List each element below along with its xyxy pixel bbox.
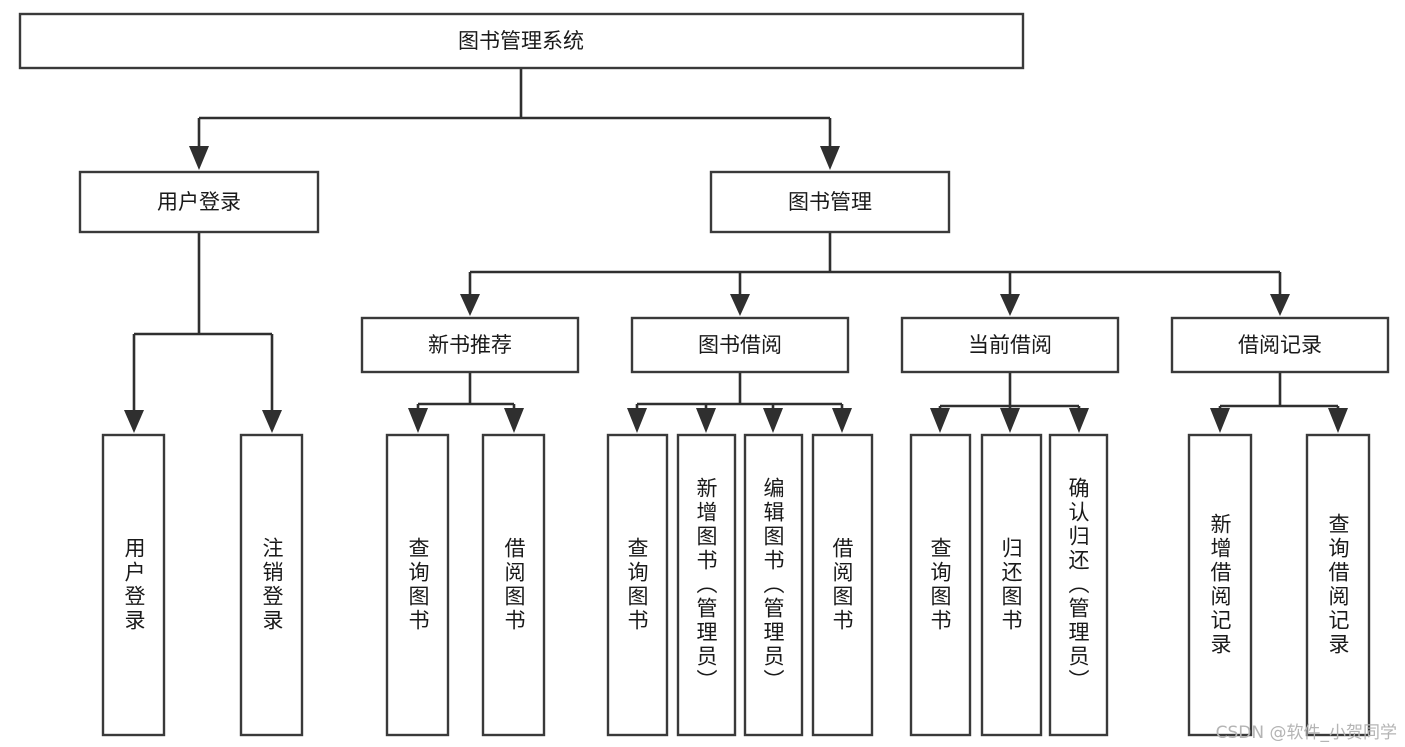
leaf-nbr-query-book[interactable]: 查询图书	[385, 433, 450, 737]
node-book-management-label: 图书管理	[788, 190, 872, 214]
node-root-label: 图书管理系统	[458, 29, 584, 53]
node-current-borrow-box[interactable]	[900, 316, 1120, 374]
connectors-book-borrow-to-leaves	[627, 372, 852, 433]
arrow-head-leaf-user-login	[124, 410, 144, 433]
arrow-head-br-add-record	[1210, 408, 1230, 433]
leaf-bb-edit-book-admin-label: 编辑图书（管理员）	[761, 477, 785, 693]
arrow-head-bb-query-book	[627, 408, 647, 433]
node-user-login[interactable]: 用户登录	[78, 170, 320, 234]
arrow-head-borrow-record	[1270, 294, 1290, 316]
node-book-management[interactable]: 图书管理	[709, 170, 951, 234]
leaf-bb-query-book-label: 查询图书	[625, 537, 649, 633]
arrow-head-bb-edit-book	[763, 408, 783, 433]
node-book-borrow[interactable]: 图书借阅	[630, 316, 850, 374]
leaf-br-add-record-label: 新增借阅记录	[1208, 513, 1232, 657]
arrow-head-bb-add-book	[696, 408, 716, 433]
leaf-user-login[interactable]: 用户登录	[101, 433, 166, 737]
connectors-new-book-rec-to-leaves	[408, 372, 524, 433]
leaf-cb-query-book-box[interactable]	[909, 433, 972, 737]
connectors-book-mgmt-to-level3	[460, 232, 1290, 316]
node-book-borrow-label: 图书借阅	[698, 333, 782, 357]
arrow-head-user-login	[189, 146, 209, 170]
leaf-bb-edit-book-admin[interactable]: 编辑图书（管理员）	[743, 433, 804, 737]
arrow-head-nbr-borrow-book	[504, 408, 524, 433]
leaf-bb-borrow-book-box[interactable]	[811, 433, 874, 737]
arrow-head-bb-borrow-book	[832, 408, 852, 433]
leaf-logout-box[interactable]	[239, 433, 304, 737]
leaf-user-login-label: 用户登录	[122, 537, 146, 633]
arrow-head-nbr-query-book	[408, 408, 428, 433]
leaf-bb-borrow-book[interactable]: 借阅图书	[811, 433, 874, 737]
arrow-head-cb-return-book	[1000, 408, 1020, 433]
leaf-bb-query-book[interactable]: 查询图书	[606, 433, 669, 737]
connectors-user-login-to-leaves	[124, 232, 282, 433]
arrow-head-leaf-logout	[262, 410, 282, 433]
leaf-nbr-query-book-box[interactable]	[385, 433, 450, 737]
connectors-current-borrow-to-leaves	[930, 372, 1089, 433]
arrow-head-cb-query-book	[930, 408, 950, 433]
leaf-nbr-query-book-label: 查询图书	[406, 537, 430, 633]
node-book-management-box[interactable]	[709, 170, 951, 234]
arrow-head-new-book-rec	[460, 294, 480, 316]
node-new-book-recommend-label: 新书推荐	[428, 333, 512, 357]
leaf-br-query-record-box[interactable]	[1305, 433, 1371, 737]
node-borrow-record[interactable]: 借阅记录	[1170, 316, 1390, 374]
leaf-cb-query-book[interactable]: 查询图书	[909, 433, 972, 737]
leaf-br-add-record[interactable]: 新增借阅记录	[1187, 433, 1253, 737]
leaf-user-login-box[interactable]	[101, 433, 166, 737]
leaf-cb-return-book-box[interactable]	[980, 433, 1043, 737]
leaf-cb-confirm-return-admin-label: 确认归还（管理员）	[1066, 477, 1090, 693]
arrow-head-current-borrow	[1000, 294, 1020, 316]
node-book-borrow-box[interactable]	[630, 316, 850, 374]
leaf-cb-query-book-label: 查询图书	[928, 537, 952, 633]
arrow-head-book-mgmt	[820, 146, 840, 170]
node-root-box[interactable]	[18, 12, 1025, 70]
leaf-logout-label: 注销登录	[260, 537, 284, 633]
connectors-borrow-record-to-leaves	[1210, 372, 1348, 433]
node-borrow-record-label: 借阅记录	[1238, 333, 1322, 357]
leaf-cb-confirm-return-admin[interactable]: 确认归还（管理员）	[1048, 433, 1109, 737]
leaf-bb-add-book-admin[interactable]: 新增图书（管理员）	[676, 433, 737, 737]
leaf-br-add-record-box[interactable]	[1187, 433, 1253, 737]
leaf-bb-add-book-admin-label: 新增图书（管理员）	[694, 477, 718, 693]
node-current-borrow[interactable]: 当前借阅	[900, 316, 1120, 374]
leaf-br-query-record-label: 查询借阅记录	[1326, 513, 1350, 657]
node-user-login-label: 用户登录	[157, 190, 241, 214]
leaf-logout[interactable]: 注销登录	[239, 433, 304, 737]
connectors-root-to-level2	[189, 68, 840, 170]
node-new-book-recommend-box[interactable]	[360, 316, 580, 374]
leaf-cb-confirm-return-admin-box[interactable]	[1048, 433, 1109, 737]
arrow-head-br-query-record	[1328, 408, 1348, 433]
leaf-cb-return-book-label: 归还图书	[999, 537, 1023, 633]
arrow-head-book-borrow	[730, 294, 750, 316]
node-borrow-record-box[interactable]	[1170, 316, 1390, 374]
leaf-bb-query-book-box[interactable]	[606, 433, 669, 737]
node-current-borrow-label: 当前借阅	[968, 333, 1052, 357]
leaf-bb-borrow-book-label: 借阅图书	[830, 537, 854, 633]
node-root[interactable]: 图书管理系统	[18, 12, 1025, 70]
leaf-nbr-borrow-book[interactable]: 借阅图书	[481, 433, 546, 737]
leaf-nbr-borrow-book-label: 借阅图书	[502, 537, 526, 633]
leaf-cb-return-book[interactable]: 归还图书	[980, 433, 1043, 737]
node-new-book-recommend[interactable]: 新书推荐	[360, 316, 580, 374]
node-user-login-box[interactable]	[78, 170, 320, 234]
leaf-br-query-record[interactable]: 查询借阅记录	[1305, 433, 1371, 737]
leaf-nbr-borrow-book-box[interactable]	[481, 433, 546, 737]
csdn-watermark: CSDN @软件_小贺同学	[1215, 723, 1397, 743]
leaf-bb-edit-book-admin-box[interactable]	[743, 433, 804, 737]
arrow-head-cb-confirm-return	[1069, 408, 1089, 433]
leaf-bb-add-book-admin-box[interactable]	[676, 433, 737, 737]
